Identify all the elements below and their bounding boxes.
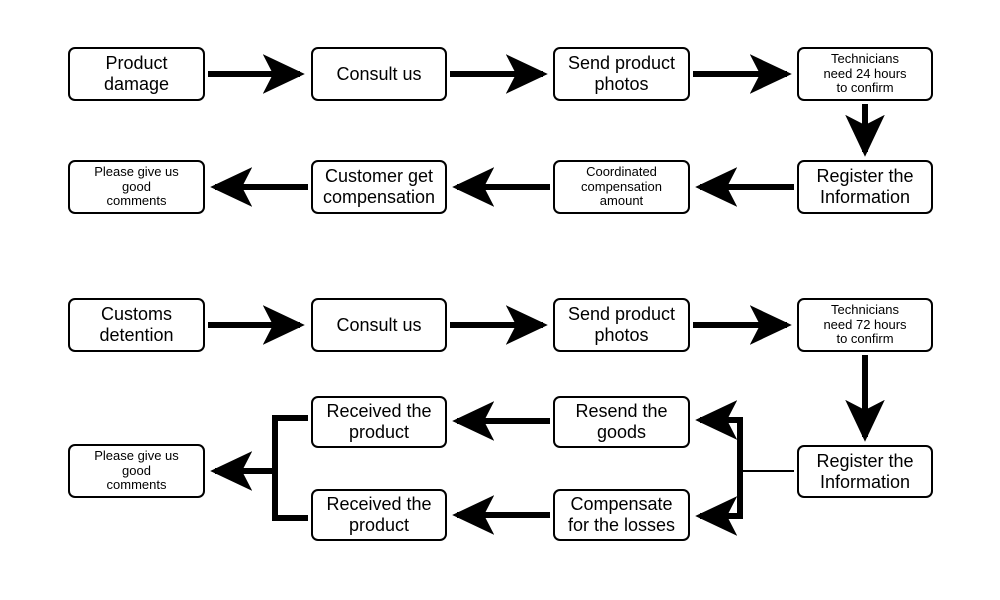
flow-node[interactable]: Send product photos [553, 47, 690, 101]
flow-node[interactable]: Technicians need 24 hours to confirm [797, 47, 933, 101]
flow-node[interactable]: Please give us good comments [68, 444, 205, 498]
flow-node[interactable]: Customer get compensation [311, 160, 447, 214]
flow-node[interactable]: Product damage [68, 47, 205, 101]
branch-bracket-right [695, 400, 743, 536]
flow-node[interactable]: Send product photos [553, 298, 690, 352]
flow-node[interactable]: Consult us [311, 298, 447, 352]
flow-node[interactable]: Customs detention [68, 298, 205, 352]
flow-node[interactable]: Coordinated compensation amount [553, 160, 690, 214]
flow-node[interactable]: Technicians need 72 hours to confirm [797, 298, 933, 352]
flow-node[interactable]: Received the product [311, 396, 447, 448]
flow-node[interactable]: Register the Information [797, 160, 933, 214]
flow-node[interactable]: Compensate for the losses [553, 489, 690, 541]
flow-node[interactable]: Consult us [311, 47, 447, 101]
flow-node[interactable]: Register the Information [797, 445, 933, 498]
flow-node[interactable]: Please give us good comments [68, 160, 205, 214]
flow-node[interactable]: Resend the goods [553, 396, 690, 448]
flow-node[interactable]: Received the product [311, 489, 447, 541]
merge-bracket-left [210, 415, 308, 521]
